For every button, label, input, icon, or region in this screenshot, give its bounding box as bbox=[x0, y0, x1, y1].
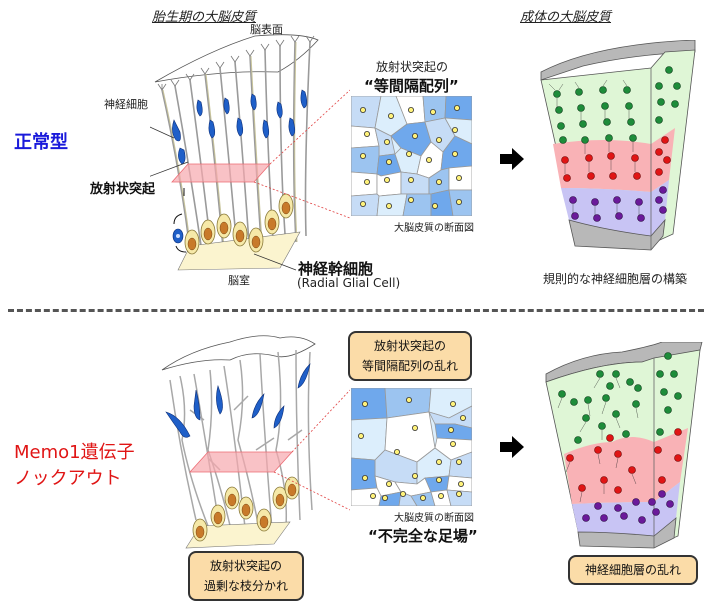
caption-equal-spacing: “等間隔配列” bbox=[364, 77, 459, 95]
row-title-knockout-line1: Memo1遺伝子 bbox=[14, 442, 135, 463]
neurons bbox=[172, 89, 308, 165]
result-knockout: 神経細胞層の乱れ bbox=[584, 563, 681, 577]
adult-cortex-normal-illustration bbox=[540, 40, 696, 251]
note-branching-line2: 過剰な枝分かれ bbox=[203, 579, 288, 593]
row-title-knockout-line2: ノックアウト bbox=[14, 468, 122, 489]
end-feet bbox=[157, 35, 315, 91]
layer-middle-red bbox=[553, 128, 675, 192]
ventricle-base bbox=[177, 231, 301, 271]
arrow-icon bbox=[175, 245, 187, 253]
note-box-spacing-disrupted: 放射状突起の 等間隔配列の乱れ bbox=[348, 331, 472, 381]
middle-layer-neurons bbox=[561, 136, 671, 182]
cross-section-footer-normal: 大脳皮質の断面図 bbox=[394, 223, 474, 234]
header-adult-cortex: 成体の大脳皮質 bbox=[520, 10, 612, 25]
section-plane bbox=[189, 451, 293, 473]
lower-layer-neurons bbox=[569, 186, 667, 222]
label-ventricle: 脳室 bbox=[228, 274, 250, 287]
note-box-excessive-branching: 放射状突起の 過剰な枝分かれ bbox=[188, 551, 304, 601]
embryonic-cortex-normal-illustration bbox=[150, 34, 350, 271]
caption-radial-process: 放射状突起の bbox=[376, 60, 449, 74]
radial-process-dots bbox=[359, 104, 463, 210]
label-radial-glial-cell: (Radial Glial Cell) bbox=[297, 276, 401, 290]
row-title-knockout: Memo1遺伝子 ノックアウト bbox=[14, 440, 135, 492]
voronoi-cells bbox=[351, 388, 472, 506]
brain-surface-plane bbox=[161, 335, 316, 371]
neural-stem-cells bbox=[184, 193, 294, 255]
label-radial-process: 放射状突起 bbox=[90, 182, 156, 197]
layer-lower-purple bbox=[561, 180, 669, 236]
row-separator bbox=[8, 309, 704, 312]
adult-cortex-knockout-illustration bbox=[545, 342, 703, 549]
lower-layer-neurons bbox=[582, 490, 674, 524]
result-normal: 規則的な神経細胞層の構築 bbox=[543, 272, 688, 286]
note-branching-line1: 放射状突起の bbox=[209, 559, 282, 573]
note-spacing-line1: 放射状突起の bbox=[373, 339, 446, 353]
cross-section-knockout bbox=[351, 388, 472, 506]
note-spacing-line2: 等間隔配列の乱れ bbox=[361, 359, 458, 373]
right-arrow-icon bbox=[500, 436, 524, 458]
radial-process-dots bbox=[358, 396, 467, 502]
caption-incomplete-scaffold: “不完全な足場” bbox=[368, 527, 478, 545]
neurons bbox=[165, 363, 311, 438]
neurites bbox=[557, 377, 639, 503]
section-plane bbox=[171, 163, 271, 183]
upper-layer-neurons bbox=[558, 352, 682, 444]
right-arrow-icon bbox=[500, 148, 524, 170]
label-brain-surface: 脳表面 bbox=[250, 23, 283, 36]
neurites bbox=[548, 79, 640, 216]
upper-layer-neurons bbox=[553, 66, 681, 144]
middle-layer-neurons bbox=[566, 428, 682, 494]
cross-section-normal bbox=[351, 96, 472, 216]
label-neuron: 神経細胞 bbox=[104, 98, 148, 111]
embryonic-cortex-knockout-illustration bbox=[161, 335, 350, 549]
label-neural-stem-cell: 神経幹細胞 bbox=[298, 260, 374, 278]
cross-section-footer-knockout: 大脳皮質の断面図 bbox=[394, 513, 474, 524]
note-box-layer-disruption: 神経細胞層の乱れ bbox=[568, 555, 698, 585]
layer-lower-purple bbox=[572, 482, 680, 536]
brain-surface-plane bbox=[154, 34, 319, 83]
row-title-normal: 正常型 bbox=[14, 132, 68, 153]
arrow-icon bbox=[173, 213, 183, 225]
header-embryonic-cortex: 胎生期の大脳皮質 bbox=[152, 10, 257, 25]
